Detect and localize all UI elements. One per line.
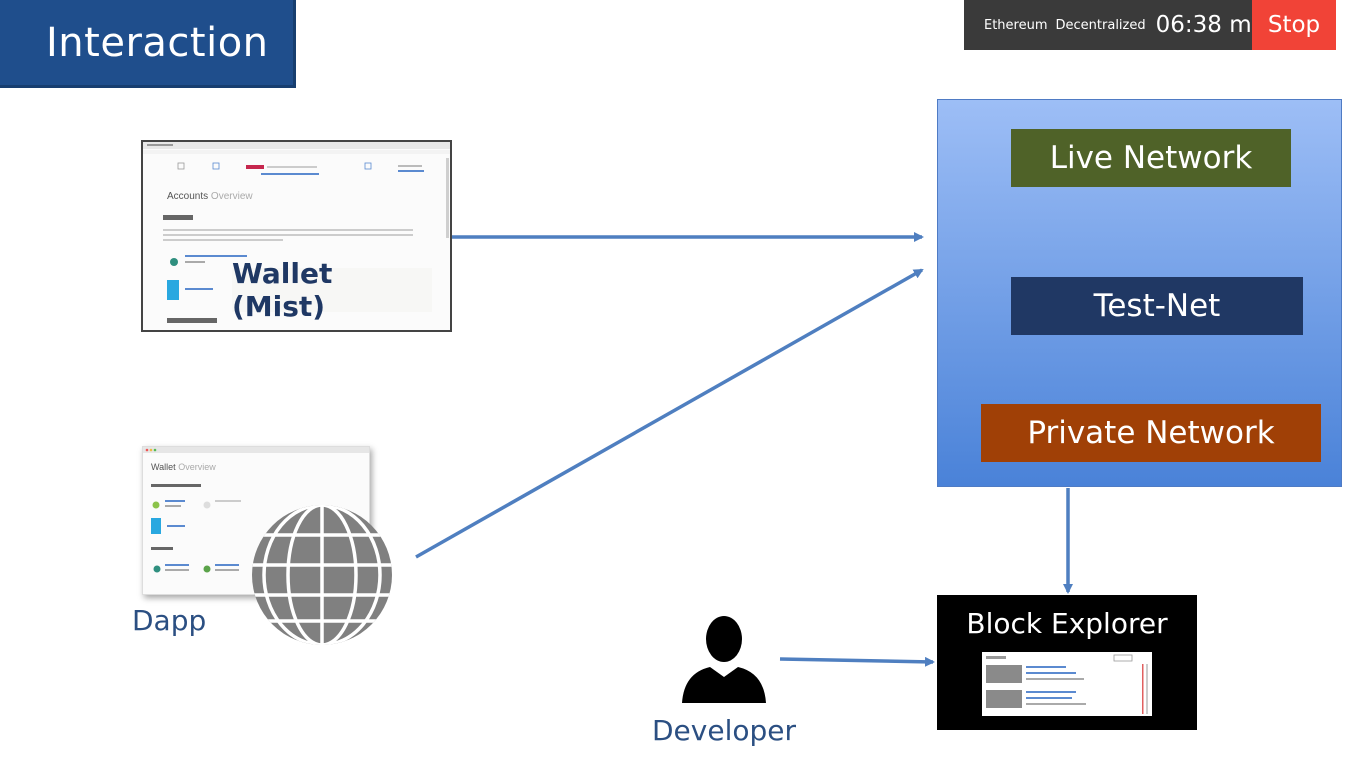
recording-label: Ethereum	[984, 17, 1048, 33]
globe-icon	[252, 505, 392, 645]
live-network-box: Live Network	[1011, 129, 1291, 187]
recording-bar: Ethereum Decentralized 06:38 min Stop	[964, 0, 1336, 50]
wallet-accounts-heading: Accounts Overview	[167, 191, 253, 202]
block-explorer-title: Block Explorer	[966, 607, 1168, 640]
dapp-label: Dapp	[132, 604, 207, 637]
network-panel: Live Network Test-Net Private Network	[937, 99, 1342, 487]
recording-sublabel: Decentralized	[1055, 17, 1146, 33]
developer-to-explorer-arrow	[779, 656, 935, 667]
stop-button[interactable]: Stop	[1252, 0, 1336, 50]
slide-title: Interaction	[0, 0, 296, 88]
block-explorer-box: Block Explorer	[937, 595, 1197, 730]
block-explorer-screenshot	[982, 652, 1152, 716]
person-icon	[682, 616, 766, 703]
dapp-to-network-arrow	[415, 268, 924, 559]
developer-label: Developer	[652, 714, 797, 747]
test-net-box: Test-Net	[1011, 277, 1303, 335]
dapp-wallet-heading: Wallet Overview	[151, 462, 216, 472]
private-network-box: Private Network	[981, 404, 1321, 462]
